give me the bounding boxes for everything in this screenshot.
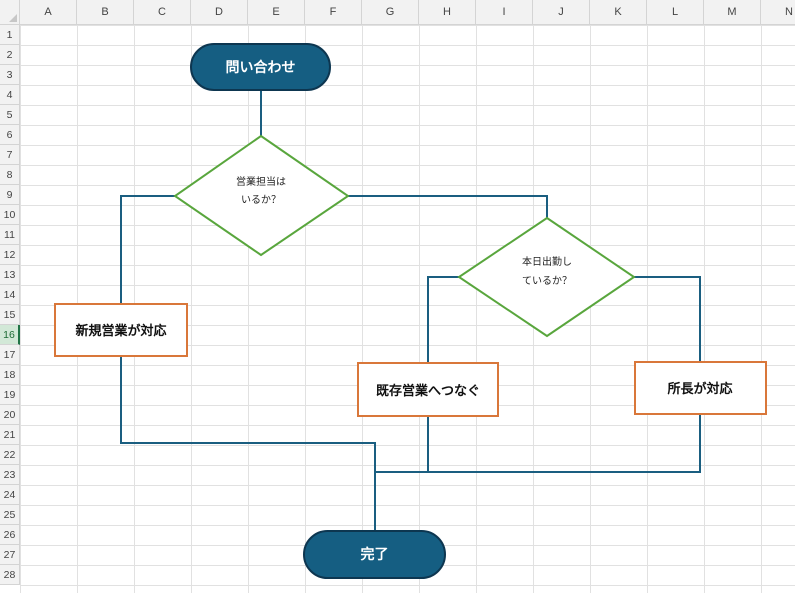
- row-header-8[interactable]: 8: [0, 165, 20, 185]
- end-terminal[interactable]: 完了: [303, 530, 446, 579]
- row-header-28[interactable]: 28: [0, 565, 20, 585]
- process-existing-label: 既存営業へつなぐ: [376, 383, 480, 399]
- connector-new-end: [120, 356, 376, 531]
- row-header-4[interactable]: 4: [0, 85, 20, 105]
- decision2-line1: 本日出勤し: [522, 255, 572, 268]
- row-header-25[interactable]: 25: [0, 505, 20, 525]
- decision1-line2: いるか？: [241, 194, 281, 206]
- row-header-10[interactable]: 10: [0, 205, 20, 225]
- connector-decision1-decision2: [348, 195, 548, 218]
- column-header-B[interactable]: B: [77, 0, 134, 25]
- row-header-13[interactable]: 13: [0, 265, 20, 285]
- decision-at-work-today[interactable]: 本日出勤し ているか？: [457, 216, 636, 338]
- row-header-5[interactable]: 5: [0, 105, 20, 125]
- column-header-N[interactable]: N: [761, 0, 795, 25]
- column-header-M[interactable]: M: [704, 0, 761, 25]
- decision1-line1: 営業担当は: [236, 175, 286, 188]
- row-header-17[interactable]: 17: [0, 345, 20, 365]
- row-header-18[interactable]: 18: [0, 365, 20, 385]
- column-header-H[interactable]: H: [419, 0, 476, 25]
- column-header-F[interactable]: F: [305, 0, 362, 25]
- row-header-3[interactable]: 3: [0, 65, 20, 85]
- process-new-sales[interactable]: 新規営業が対応: [54, 303, 188, 357]
- start-label: 問い合わせ: [226, 59, 296, 76]
- process-existing-sales[interactable]: 既存営業へつなぐ: [357, 362, 499, 417]
- row-header-1[interactable]: 1: [0, 25, 20, 45]
- decision-sales-rep[interactable]: 営業担当は いるか？: [173, 134, 350, 257]
- column-header-J[interactable]: J: [533, 0, 590, 25]
- row-header-6[interactable]: 6: [0, 125, 20, 145]
- column-header-D[interactable]: D: [191, 0, 248, 25]
- row-header-22[interactable]: 22: [0, 445, 20, 465]
- column-header-L[interactable]: L: [647, 0, 704, 25]
- column-header-A[interactable]: A: [20, 0, 77, 25]
- connector-decision1-new: [120, 195, 175, 304]
- row-header-15[interactable]: 15: [0, 305, 20, 325]
- row-header-19[interactable]: 19: [0, 385, 20, 405]
- process-manager-label: 所長が対応: [667, 381, 732, 397]
- connector-decision2-manager: [634, 276, 701, 362]
- select-all-button[interactable]: [0, 0, 20, 25]
- row-header-23[interactable]: 23: [0, 465, 20, 485]
- row-header-12[interactable]: 12: [0, 245, 20, 265]
- connector-manager-end: [428, 414, 701, 473]
- connectors: [120, 90, 701, 531]
- row-header-27[interactable]: 27: [0, 545, 20, 565]
- decision2-line2: ているか？: [522, 275, 572, 287]
- column-header-I[interactable]: I: [476, 0, 533, 25]
- row-header-24[interactable]: 24: [0, 485, 20, 505]
- start-terminal[interactable]: 問い合わせ: [190, 43, 331, 91]
- row-header-11[interactable]: 11: [0, 225, 20, 245]
- row-header-21[interactable]: 21: [0, 425, 20, 445]
- row-header-14[interactable]: 14: [0, 285, 20, 305]
- connector-decision2-existing: [427, 276, 459, 363]
- column-header-G[interactable]: G: [362, 0, 419, 25]
- connector-existing-end: [375, 416, 429, 473]
- row-header-2[interactable]: 2: [0, 45, 20, 65]
- process-manager[interactable]: 所長が対応: [634, 361, 767, 415]
- column-header-E[interactable]: E: [248, 0, 305, 25]
- row-header-9[interactable]: 9: [0, 185, 20, 205]
- row-header-20[interactable]: 20: [0, 405, 20, 425]
- process-new-label: 新規営業が対応: [75, 323, 166, 339]
- column-header-K[interactable]: K: [590, 0, 647, 25]
- row-header-16[interactable]: 16: [0, 325, 20, 345]
- row-header-7[interactable]: 7: [0, 145, 20, 165]
- column-header-C[interactable]: C: [134, 0, 191, 25]
- end-label: 完了: [361, 546, 389, 563]
- row-header-26[interactable]: 26: [0, 525, 20, 545]
